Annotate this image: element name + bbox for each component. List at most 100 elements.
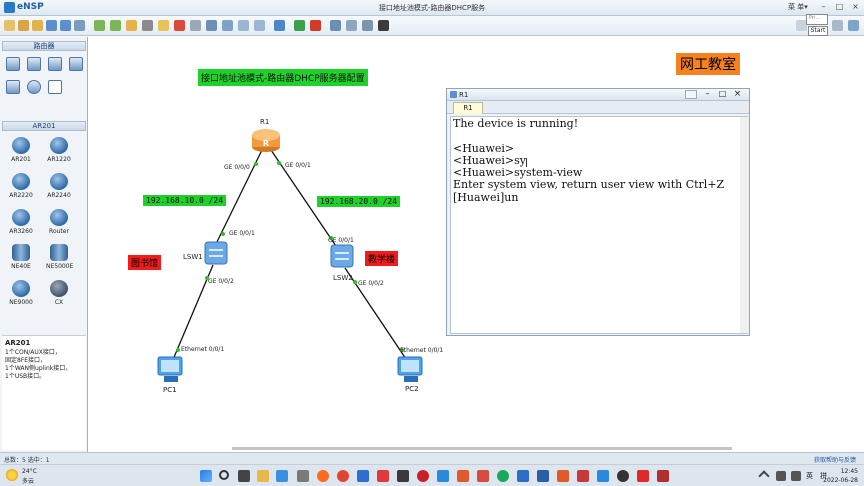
router-category-icon[interactable] bbox=[6, 57, 20, 71]
device-ar1220[interactable]: AR1220 bbox=[46, 137, 72, 163]
wechat-icon[interactable] bbox=[497, 470, 509, 482]
settings-icon[interactable] bbox=[832, 20, 843, 31]
help-icon[interactable] bbox=[848, 20, 859, 31]
app-icon[interactable] bbox=[597, 470, 609, 482]
terminal-icon[interactable] bbox=[378, 20, 389, 31]
device-ne40e[interactable]: NE40E bbox=[8, 244, 34, 270]
app-icon[interactable] bbox=[397, 470, 409, 482]
tray-expand-icon[interactable] bbox=[758, 470, 770, 482]
zoom-out-icon[interactable] bbox=[254, 20, 265, 31]
pointer-icon[interactable] bbox=[142, 20, 153, 31]
cloud-category-icon[interactable] bbox=[27, 80, 41, 94]
topology-icon[interactable] bbox=[346, 20, 357, 31]
terminal-titlebar[interactable]: R1 – □ × bbox=[447, 89, 749, 101]
app-icon[interactable] bbox=[657, 470, 669, 482]
start-device-icon[interactable] bbox=[294, 20, 305, 31]
terminal-restore-icon[interactable] bbox=[685, 90, 697, 99]
text-icon[interactable] bbox=[206, 20, 217, 31]
print-icon[interactable] bbox=[74, 20, 85, 31]
task-view-icon[interactable] bbox=[238, 470, 250, 482]
zoom-in-icon[interactable] bbox=[238, 20, 249, 31]
switch-lsw1-icon[interactable] bbox=[204, 241, 228, 265]
terminal-maximize-button[interactable]: □ bbox=[718, 89, 727, 98]
app-icon[interactable] bbox=[377, 470, 389, 482]
file-explorer-icon[interactable] bbox=[257, 470, 269, 482]
chat-icon[interactable] bbox=[796, 20, 807, 31]
device-ne5000e[interactable]: NE5000E bbox=[46, 244, 73, 270]
device-cx[interactable]: CX bbox=[46, 280, 72, 306]
firewall-category-icon[interactable] bbox=[69, 57, 83, 71]
capture-icon[interactable] bbox=[330, 20, 341, 31]
tab-r1[interactable]: R1 bbox=[453, 102, 483, 114]
windows-start-icon[interactable] bbox=[200, 470, 212, 482]
canvas-horizontal-scrollbar[interactable] bbox=[232, 447, 732, 450]
cli-icon[interactable] bbox=[362, 20, 373, 31]
terminal-close-button[interactable]: × bbox=[733, 89, 742, 99]
link-r1-lsw1[interactable] bbox=[213, 149, 263, 249]
device-ar2240[interactable]: AR2240 bbox=[46, 173, 72, 199]
new-topology-icon[interactable] bbox=[4, 20, 15, 31]
open-folder-icon[interactable] bbox=[32, 20, 43, 31]
clock-date[interactable]: 2022-06-28 bbox=[823, 477, 858, 484]
router-r1-icon[interactable]: R bbox=[252, 129, 280, 152]
wireless-category-icon[interactable] bbox=[48, 57, 62, 71]
terminal-minimize-button[interactable]: – bbox=[705, 89, 710, 98]
eraser-icon[interactable] bbox=[190, 20, 201, 31]
help-feedback-link[interactable]: 获取帮助与反馈 bbox=[813, 457, 856, 464]
link-lsw1-pc1[interactable] bbox=[171, 264, 214, 363]
app-icon[interactable] bbox=[557, 470, 569, 482]
clock-time[interactable]: 12:45 bbox=[840, 468, 858, 475]
device-ne9000[interactable]: NE9000 bbox=[8, 280, 34, 306]
save-icon[interactable] bbox=[46, 20, 57, 31]
new-project-icon[interactable] bbox=[18, 20, 29, 31]
port-label-r1-ge000: GE 0/0/0 bbox=[224, 164, 250, 171]
menu-button[interactable]: 菜 单▾ bbox=[788, 3, 808, 11]
link-r1-lsw2[interactable] bbox=[270, 149, 341, 253]
redo-icon[interactable] bbox=[110, 20, 121, 31]
delete-icon[interactable] bbox=[174, 20, 185, 31]
edge-browser-icon[interactable] bbox=[276, 470, 288, 482]
close-button[interactable]: × bbox=[852, 2, 859, 11]
app-icon[interactable] bbox=[437, 470, 449, 482]
maximize-button[interactable]: □ bbox=[835, 2, 844, 11]
app-icon[interactable] bbox=[457, 470, 469, 482]
language-indicator[interactable]: 英 bbox=[806, 472, 813, 480]
fit-view-icon[interactable] bbox=[274, 20, 285, 31]
volume-icon[interactable] bbox=[791, 471, 801, 481]
app-icon[interactable] bbox=[517, 470, 529, 482]
stop-device-icon[interactable] bbox=[310, 20, 321, 31]
app-icon[interactable] bbox=[417, 470, 429, 482]
switch-lsw2-icon[interactable] bbox=[330, 244, 354, 268]
device-ar3260[interactable]: AR3260 bbox=[8, 209, 34, 235]
app-icon[interactable] bbox=[477, 470, 489, 482]
device-ar201[interactable]: AR201 bbox=[8, 137, 34, 163]
hand-icon[interactable] bbox=[158, 20, 169, 31]
app-icon[interactable] bbox=[617, 470, 629, 482]
network-icon[interactable] bbox=[776, 471, 786, 481]
minimize-button[interactable]: – bbox=[821, 2, 826, 11]
search-icon[interactable] bbox=[219, 470, 229, 480]
save-as-icon[interactable] bbox=[60, 20, 71, 31]
device-router[interactable]: Router bbox=[46, 209, 72, 235]
chrome-icon[interactable] bbox=[337, 470, 349, 482]
pc2-icon[interactable] bbox=[397, 356, 423, 382]
terminal-scrollbar[interactable] bbox=[740, 117, 748, 333]
app-icon[interactable] bbox=[297, 470, 309, 482]
device-ar2220[interactable]: AR2220 bbox=[8, 173, 34, 199]
firefox-icon[interactable] bbox=[317, 470, 329, 482]
terminal-window[interactable]: R1 – □ × R1 The device is running! <Huaw… bbox=[446, 88, 750, 336]
pc1-icon[interactable] bbox=[157, 356, 183, 382]
app-icon[interactable] bbox=[577, 470, 589, 482]
app-icon[interactable] bbox=[637, 470, 649, 482]
refresh-icon[interactable] bbox=[126, 20, 137, 31]
link-category-icon[interactable] bbox=[48, 80, 62, 94]
weather-sun-icon[interactable] bbox=[6, 469, 18, 481]
switch-category-icon[interactable] bbox=[27, 57, 41, 71]
undo-icon[interactable] bbox=[94, 20, 105, 31]
app-icon[interactable] bbox=[357, 470, 369, 482]
input-method-indicator[interactable]: 拼 bbox=[820, 472, 827, 480]
rectangle-icon[interactable] bbox=[222, 20, 233, 31]
ensp-taskbar-icon[interactable] bbox=[537, 470, 549, 482]
pc-category-icon[interactable] bbox=[6, 80, 20, 94]
terminal-output[interactable]: The device is running! <Huawei> <Huawei>… bbox=[450, 116, 748, 334]
